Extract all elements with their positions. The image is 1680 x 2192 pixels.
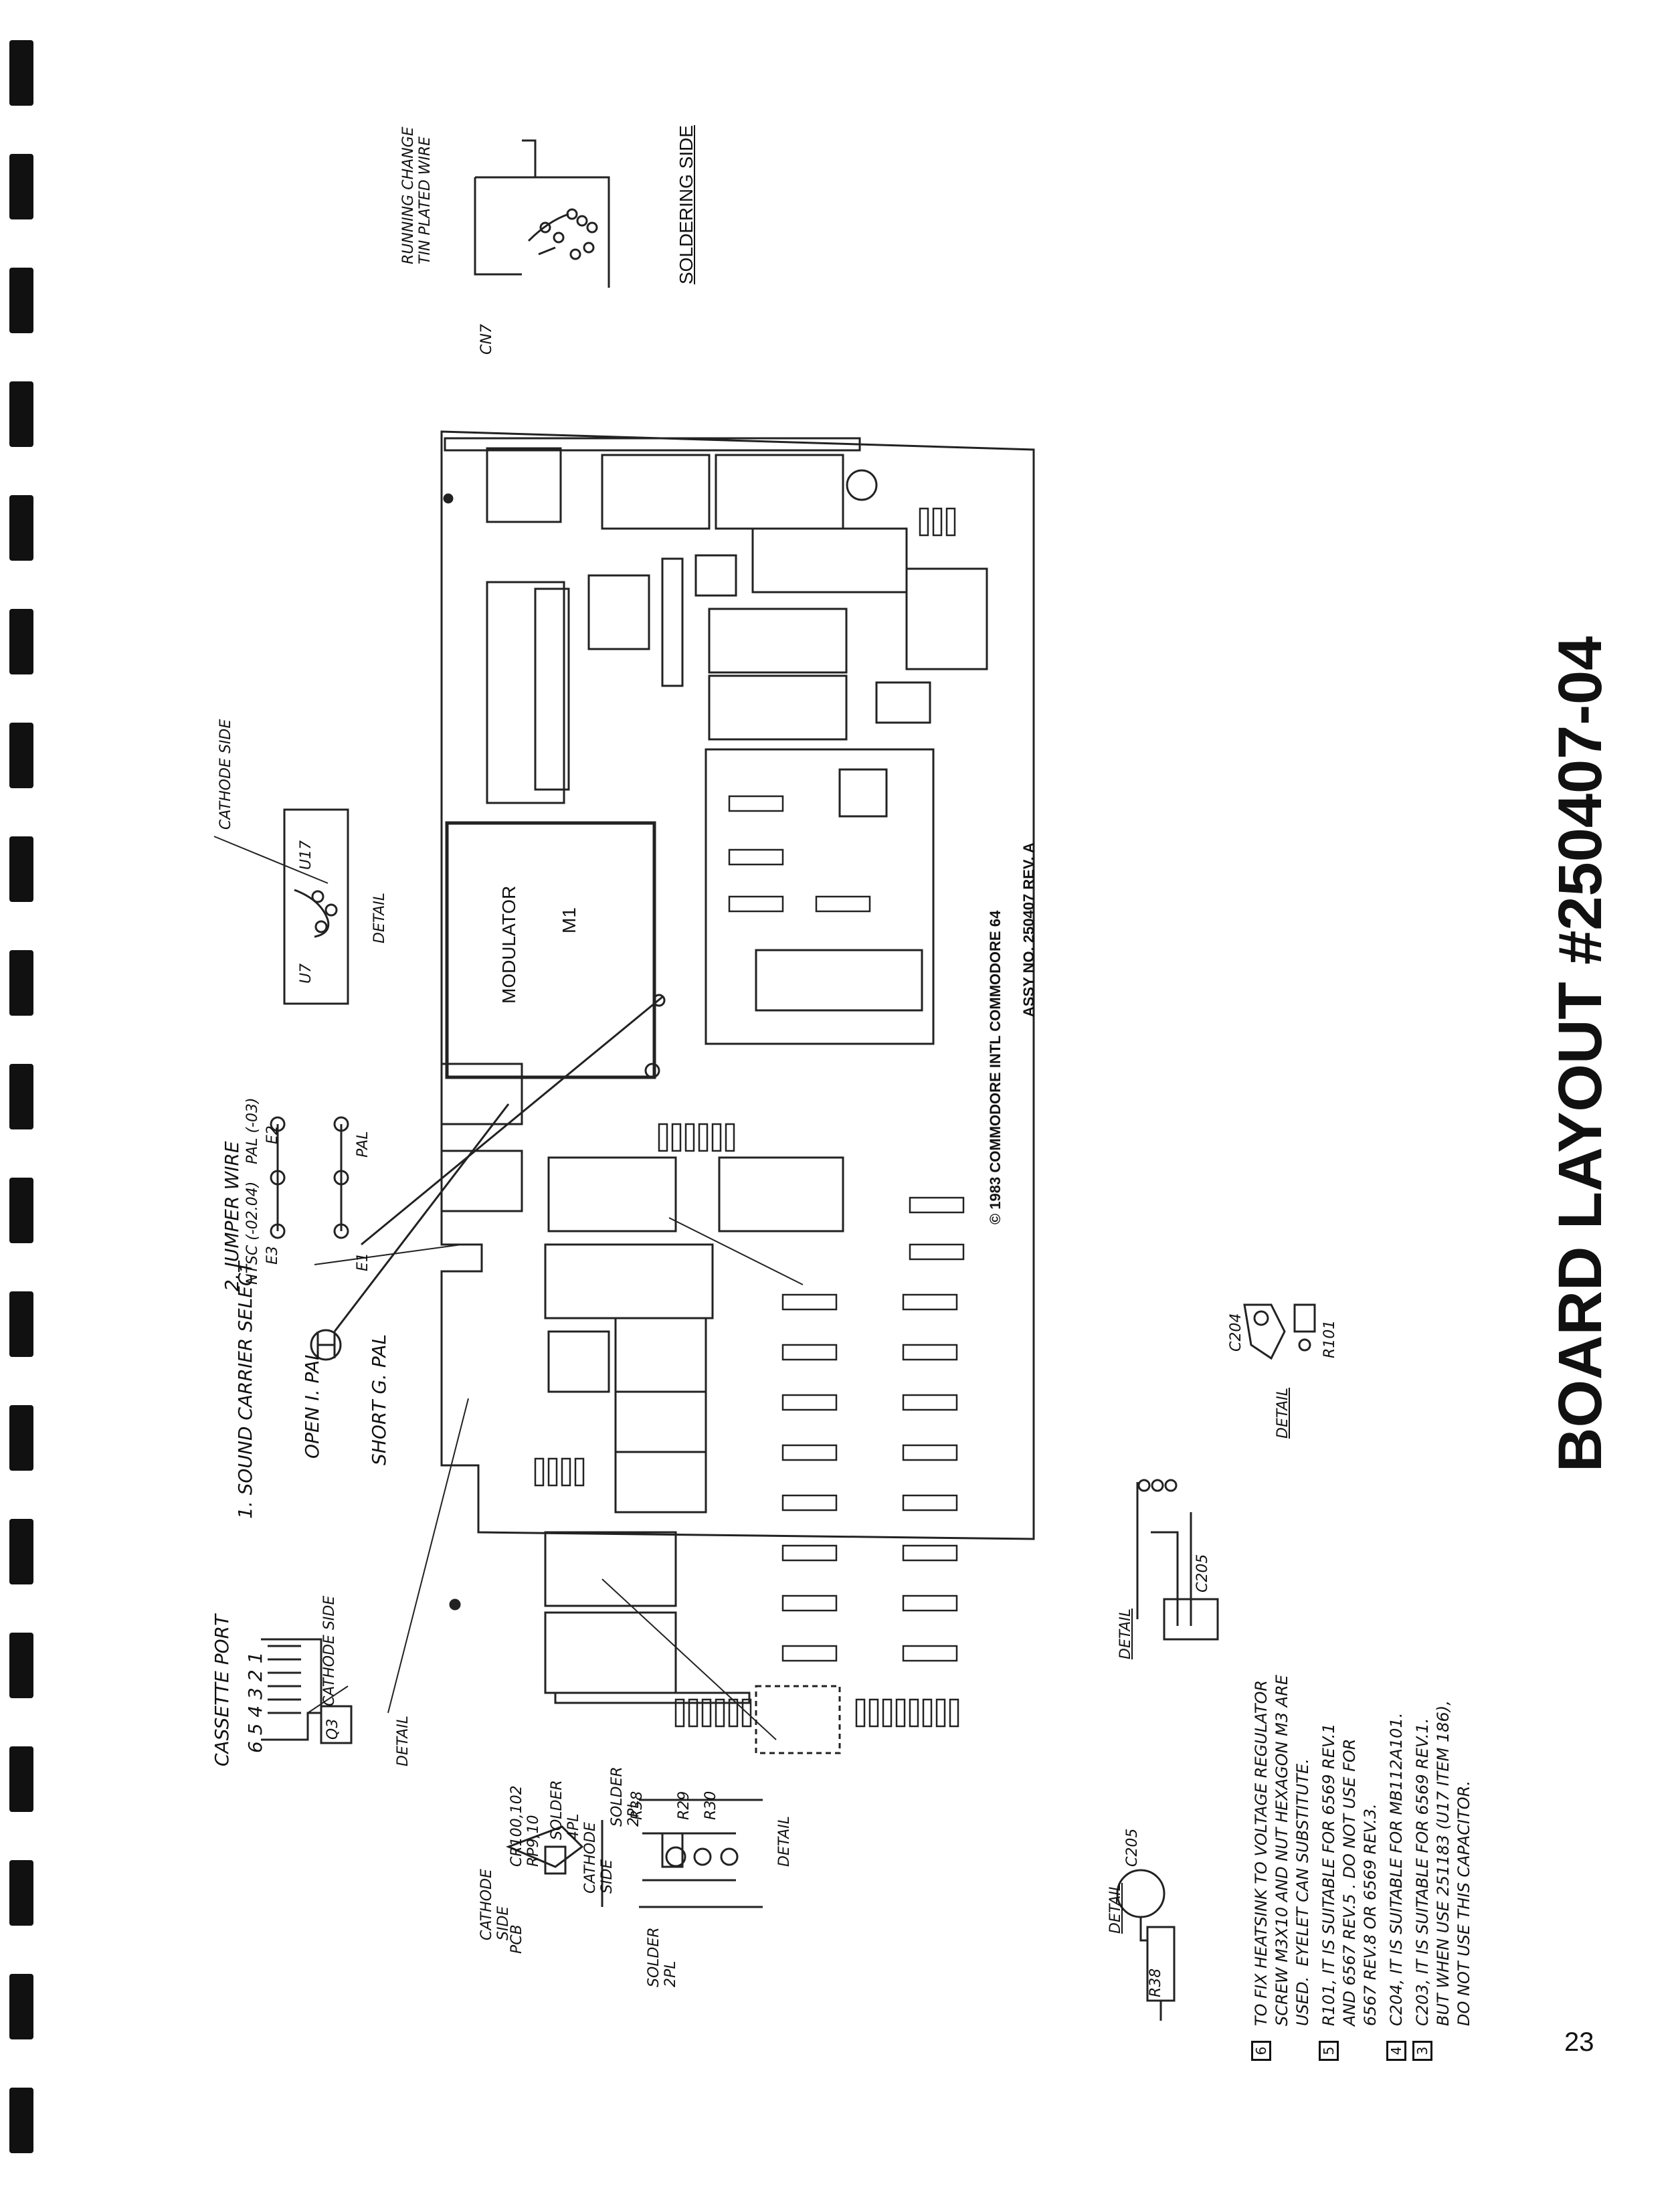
detail-label-c205: DETAIL (1117, 1608, 1134, 1659)
note-text: C203, IT IS SUITABLE FOR 6569 REV.1. BUT… (1413, 1700, 1473, 2026)
note-number: 6 (1251, 2041, 1271, 2061)
modulator-title: MODULATOR (498, 885, 519, 1004)
binding-hole (9, 1860, 33, 1926)
c205-label-b: C205 (1194, 1554, 1211, 1592)
c204-label: C204 (1228, 1313, 1244, 1352)
page-number: 23 (1564, 2027, 1594, 2057)
pcb-label: PCB (508, 1924, 525, 1954)
binding-hole (9, 381, 33, 447)
r30-label: R30 (703, 1791, 719, 1820)
detail-label-u7: DETAIL (371, 892, 388, 943)
pal-03-label: PAL (-03) (244, 1097, 261, 1164)
binding-hole (9, 1064, 33, 1129)
note-item: 5 R101, IT IS SUITABLE FOR 6569 REV.1 AN… (1319, 1675, 1381, 2061)
c205-label: C205 (1124, 1828, 1141, 1867)
note-item: 4 C204, IT IS SUITABLE FOR MB112A101. (1386, 1675, 1407, 2061)
copyright-label: © 1983 COMMODORE INTL COMMODORE 64 (987, 910, 1004, 1224)
binding-hole (9, 1746, 33, 1812)
spiral-binding (9, 40, 36, 2155)
pla-socket (705, 748, 935, 1045)
cathode-side-label-3: CATHODE SIDE (582, 1822, 616, 1894)
inset-soldering (474, 139, 610, 288)
cr-rp-label: CR100,102 RP9,10 (508, 1785, 542, 1867)
open-pal-label: OPEN I. PAL (301, 1350, 323, 1459)
u7-u17-inset (283, 808, 349, 1005)
note-text: R101, IT IS SUITABLE FOR 6569 REV.1 AND … (1319, 1723, 1380, 2026)
r38-small-label: R38 (629, 1791, 646, 1820)
u7-label: U7 (298, 963, 314, 984)
binding-hole (9, 723, 33, 788)
notes-block: 6 TO FIX HEATSINK TO VOLTAGE REGULATOR S… (1251, 1675, 1480, 2061)
assy-label: ASSY NO. 250407 REV. A (1020, 842, 1037, 1017)
cassette-port-detail (261, 1638, 322, 1741)
q3-label: Q3 (324, 1718, 341, 1740)
r38-label: R38 (1147, 1968, 1164, 1997)
running-change-note: RUNNING CHANGE TIN PLATED WIRE (400, 126, 434, 264)
binding-hole (9, 1405, 33, 1471)
note-number: 5 (1319, 2041, 1339, 2061)
cassette-port-label: CASSETTE PORT (211, 1614, 233, 1766)
binding-hole (9, 609, 33, 674)
binding-hole (9, 1291, 33, 1357)
binding-hole (9, 1178, 33, 1243)
detail-label-bottom: DETAIL (776, 1815, 793, 1867)
cathode-side-bottom-label: CATHODE SIDE (321, 1595, 338, 1706)
binding-hole (9, 1519, 33, 1584)
note-item: 3 C203, IT IS SUITABLE FOR 6569 REV.1. B… (1412, 1675, 1475, 2061)
page-title: BOARD LAYOUT #250407-04 (1546, 636, 1614, 1472)
note-number: 3 (1412, 2041, 1432, 2061)
cathode-side-top-label: CATHODE SIDE (217, 719, 234, 830)
cassette-pins-label: 6 5 4 3 2 1 (244, 1651, 266, 1753)
binding-hole (9, 1974, 33, 2039)
e2-label: E2 (264, 1125, 281, 1144)
note-number: 4 (1386, 2041, 1406, 2061)
sound-carrier-label: 1. SOUND CARRIER SELECT (234, 1261, 256, 1519)
u17-label: U17 (298, 840, 314, 870)
binding-hole (9, 2088, 33, 2153)
note-text: C204, IT IS SUITABLE FOR MB112A101. (1387, 1712, 1406, 2026)
binding-hole (9, 836, 33, 902)
binding-hole (9, 154, 33, 219)
pal-side-label: PAL (355, 1131, 371, 1158)
binding-hole (9, 268, 33, 333)
detail-label-c204: DETAIL (1275, 1387, 1291, 1439)
modulator-box (445, 821, 656, 1079)
binding-hole (9, 40, 33, 106)
pcb-outline (440, 430, 1035, 1540)
cathode-side-label-2: CATHODE SIDE (478, 1869, 512, 1940)
note-text: TO FIX HEATSINK TO VOLTAGE REGULATOR SCR… (1252, 1674, 1312, 2026)
cn7-label: CN7 (478, 324, 495, 355)
detail-label-r38: DETAIL (1107, 1882, 1124, 1934)
binding-hole (9, 495, 33, 561)
detail-label-cassette: DETAIL (395, 1715, 411, 1766)
user-port-strip (444, 437, 861, 452)
solder-2pl-label-b: SOLDER 2PL (646, 1927, 679, 1987)
e1-label: E1 (355, 1253, 371, 1271)
note-item: 6 TO FIX HEATSINK TO VOLTAGE REGULATOR S… (1251, 1675, 1313, 2061)
soldering-side-label: SOLDERING SIDE (676, 124, 696, 284)
binding-hole (9, 1633, 33, 1698)
binding-hole (9, 950, 33, 1016)
short-pal-label: SHORT G. PAL (368, 1334, 390, 1465)
e3-label: E3 (264, 1246, 281, 1265)
solder-4pl-label: SOLDER 4PL (549, 1780, 582, 1840)
r101-label: R101 (1321, 1319, 1338, 1358)
modulator-id: M1 (559, 907, 579, 933)
r29-label: R29 (676, 1791, 692, 1820)
